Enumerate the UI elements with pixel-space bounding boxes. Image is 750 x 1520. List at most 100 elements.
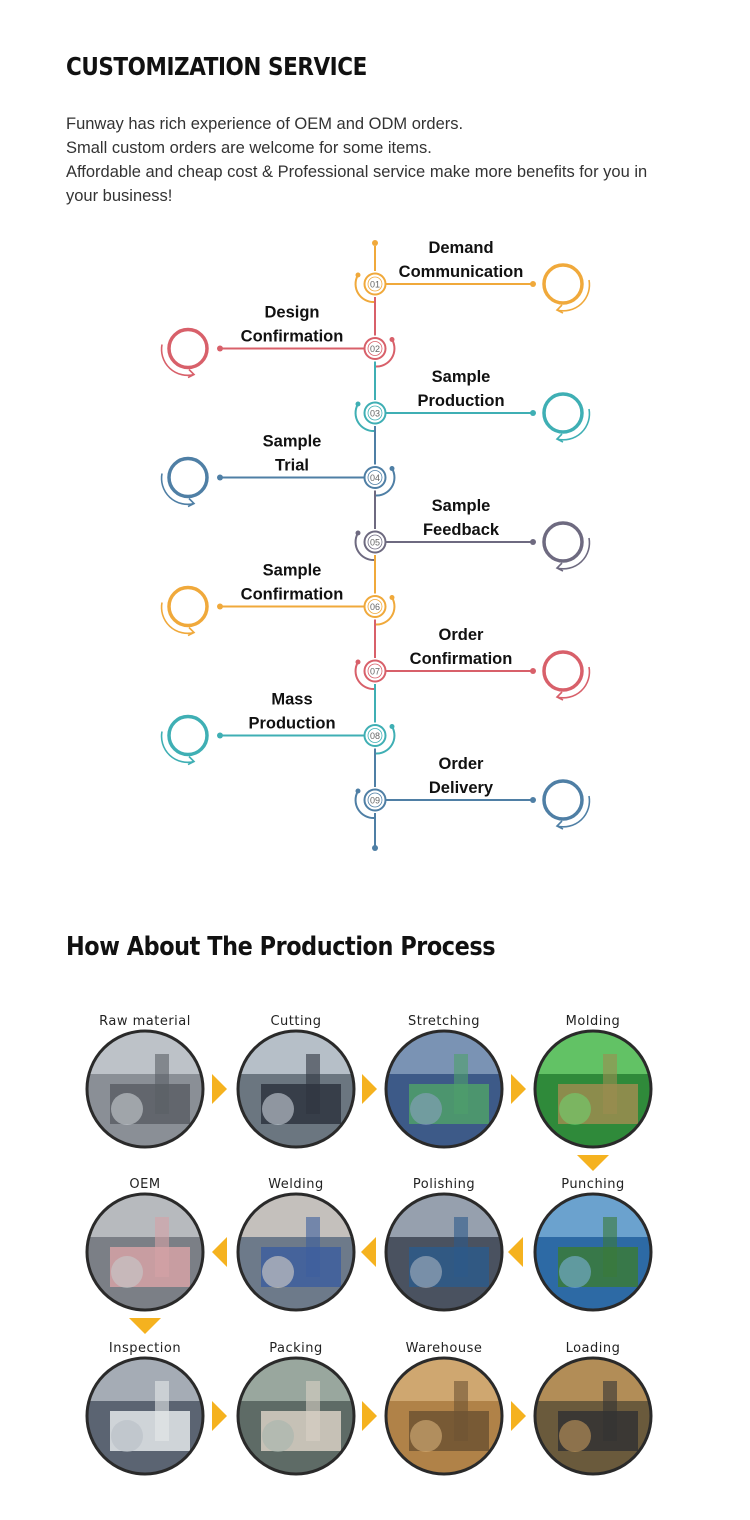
photo-region: [111, 1256, 143, 1288]
polishing-photo: [386, 1194, 502, 1310]
photo-region: [87, 1358, 203, 1401]
flow-spoke-dot: [530, 539, 536, 545]
photo-region: [386, 1031, 502, 1074]
flow-node-inner: [367, 663, 383, 679]
cycle-icon: [167, 585, 209, 628]
intro-line: Small custom orders are welcome for some…: [66, 139, 432, 157]
flow-step-label: Mass: [271, 691, 312, 709]
cycle-arrow-head: [555, 562, 564, 572]
flow-arrow-icon: [362, 1074, 377, 1104]
flow-node-inner: [367, 599, 383, 614]
process-photo-frame: [85, 1356, 205, 1476]
process-step-label: Welding: [268, 1177, 324, 1192]
process-step: Inspection: [85, 1341, 205, 1476]
flow-node: [363, 530, 387, 554]
cycle-arrow-arc: [160, 344, 195, 377]
flow-step-label: Sample: [432, 497, 491, 515]
process-photo-frame: [236, 1192, 356, 1312]
flow-arc-dot: [355, 788, 361, 794]
photo-region: [386, 1194, 502, 1237]
photo-region: [262, 1256, 294, 1288]
photo-region: [238, 1031, 354, 1074]
flow-node-arc: [354, 532, 376, 562]
intro-line: your business!: [66, 187, 173, 205]
flow-arrow-icon: [508, 1237, 523, 1267]
flow-arrow-icon: [361, 1237, 376, 1267]
photo-region: [535, 1031, 651, 1074]
flow-arrow-icon: [511, 1401, 526, 1431]
cycle-arrow-arc: [160, 731, 195, 764]
flow-step-label: Communication: [399, 263, 524, 281]
flow-step-label: Production: [417, 392, 504, 410]
process-step-label: Polishing: [413, 1177, 475, 1192]
flow-node-arc: [354, 661, 376, 691]
process-photo-frame: [384, 1192, 504, 1312]
photo-region: [559, 1420, 591, 1452]
flow-spoke-dot: [530, 668, 536, 674]
photo-region: [603, 1217, 617, 1277]
flow-node: [363, 466, 387, 489]
cycle-arrow-head: [187, 755, 196, 766]
flow-step-label: Feedback: [423, 521, 500, 539]
photo-region: [559, 1256, 591, 1288]
cycle-arrow-arc: [160, 473, 195, 506]
process-photo-frame: [236, 1356, 356, 1476]
flow-step-label: Order: [439, 626, 485, 644]
flow-node: [363, 401, 387, 425]
flow-arc-dot: [389, 595, 395, 600]
flow-start-dot: [372, 240, 378, 246]
flow-step-label: Demand: [428, 239, 493, 257]
cycle-arrow-arc: [556, 666, 591, 699]
photo-region: [111, 1420, 143, 1452]
flow-node: [363, 788, 387, 812]
flow-spoke-dot: [530, 410, 536, 416]
flow-step-label: Sample: [263, 562, 322, 580]
photo-region: [603, 1054, 617, 1114]
process-step: Punching: [533, 1177, 653, 1312]
flow-arc-dot: [355, 272, 361, 278]
process-step-label: Molding: [566, 1014, 621, 1029]
process-step-label: Cutting: [270, 1014, 321, 1029]
photo-region: [535, 1358, 651, 1401]
flow-node-arc: [354, 403, 376, 433]
flow-node: [363, 724, 387, 747]
process-step: OEM: [85, 1177, 205, 1312]
molding-photo: [535, 1031, 651, 1147]
photo-region: [262, 1420, 294, 1452]
customization-title: CUSTOMIZATION SERVICE: [66, 52, 367, 81]
cutting-photo: [238, 1031, 354, 1147]
process-step-label: Packing: [269, 1341, 323, 1356]
flow-step-number: 07: [370, 667, 380, 677]
flow-step-label: Sample: [263, 433, 322, 451]
flow-step-label: Confirmation: [241, 328, 344, 346]
process-step: Raw material: [85, 1014, 205, 1149]
flow-end-dot: [372, 845, 378, 851]
flow-step-label: Production: [248, 715, 335, 733]
flow-arc-dot: [389, 724, 395, 729]
flow-step-number: 01: [370, 280, 380, 290]
photo-region: [306, 1217, 320, 1277]
flow-node-inner: [367, 276, 383, 292]
flow-step-number: 09: [370, 796, 380, 806]
flow-spoke-dot: [217, 345, 223, 352]
flow-node-inner: [367, 341, 383, 356]
cycle-arrow-arc: [556, 795, 591, 828]
cycle-arrow-head: [187, 497, 196, 508]
flow-node-arc: [354, 274, 376, 304]
photo-region: [454, 1217, 468, 1277]
cycle-arrow-head: [555, 820, 564, 830]
flow-step-number: 02: [370, 344, 380, 354]
cycle-icon: [167, 327, 209, 370]
flow-node-inner: [367, 792, 383, 808]
flow-step-label: Trial: [275, 457, 309, 475]
process-step-label: OEM: [129, 1177, 160, 1192]
photo-region: [306, 1381, 320, 1441]
flow-spoke-dot: [217, 732, 223, 739]
flow-spoke-dot: [217, 474, 223, 481]
